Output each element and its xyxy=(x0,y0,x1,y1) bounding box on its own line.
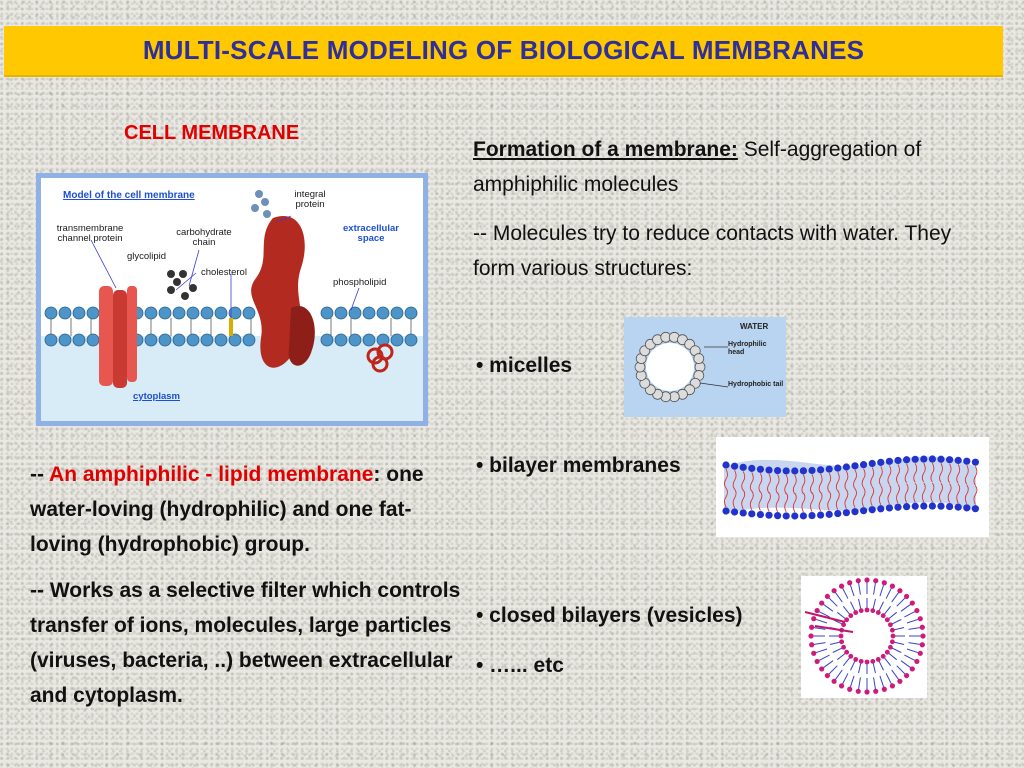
cytoplasm-region xyxy=(41,336,423,421)
cell-membrane-heading: CELL MEMBRANE xyxy=(124,122,300,144)
vesicle-inner-layer xyxy=(829,598,905,674)
label-extracellular: extracellular space xyxy=(343,223,399,244)
formation-rest: Self-aggregation of amphiphilic molecule… xyxy=(473,138,922,196)
slide-title: MULTI-SCALE MODELING OF BIOLOGICAL MEMBR… xyxy=(142,35,865,65)
bilayer-tails xyxy=(724,462,978,513)
bilayer-illustration xyxy=(722,455,979,520)
pointer-lines xyxy=(90,215,360,318)
carbohydrate-chain-shape xyxy=(167,270,197,300)
lipid-tails xyxy=(50,318,412,336)
cell-membrane-illustration xyxy=(41,190,423,421)
lipid-heads-top xyxy=(44,306,418,320)
bullet-etc: • …... etc xyxy=(476,654,564,677)
micelle-heads xyxy=(634,331,706,403)
glycoprotein-chain xyxy=(251,190,271,218)
para1-prefix: -- xyxy=(30,463,50,486)
micelle-head-label: Hydrophilic head xyxy=(728,341,767,356)
label-phospholipid: phospholipid xyxy=(333,277,387,288)
micelle-illustration xyxy=(634,331,729,403)
peripheral-protein-shape xyxy=(366,343,394,373)
formation-text: Formation of a membrane: Self-aggregatio… xyxy=(473,132,963,202)
vesicle-outer-layer xyxy=(808,577,926,695)
micelle-water-label: WATER xyxy=(740,322,769,331)
cell-figure-title: Model of the cell membrane xyxy=(63,190,195,201)
bilayer-heads-top xyxy=(722,455,979,475)
label-transmembrane: transmembrane channel protein xyxy=(56,223,124,244)
amphiphilic-description: -- An amphiphilic - lipid membrane: one … xyxy=(30,457,470,562)
label-integral-protein: integral protein xyxy=(294,189,326,210)
label-glycolipid: glycolipid xyxy=(127,251,167,262)
molecules-text: -- Molecules try to reduce contacts with… xyxy=(473,222,952,280)
label-carbohydrate: carbohydrate chain xyxy=(176,227,232,248)
cholesterol-shape xyxy=(229,318,233,336)
bilayer-figure xyxy=(716,437,989,537)
channel-protein-shape xyxy=(99,286,137,388)
lipid-heads-bottom xyxy=(44,333,418,347)
cell-membrane-figure-canvas: Model of the cell membrane transmembrane… xyxy=(41,178,423,421)
bilayer-heads-bottom xyxy=(722,502,979,520)
bullet-vesicles: • closed bilayers (vesicles) xyxy=(476,604,743,627)
bullet-micelles: • micelles xyxy=(476,354,573,377)
label-cytoplasm: cytoplasm xyxy=(133,391,180,402)
formation-label: Formation of a membrane: xyxy=(473,138,738,161)
cell-membrane-figure: Model of the cell membrane transmembrane… xyxy=(36,173,428,426)
vesicle-arrows xyxy=(804,611,854,633)
para1-rest: : one water-loving (hydrophilic) and one… xyxy=(30,463,424,556)
para1-highlight: An amphiphilic - lipid membrane xyxy=(49,463,374,486)
filter-description: -- Works as a selective filter which con… xyxy=(30,579,461,707)
vesicle-figure xyxy=(801,576,927,698)
title-bar: MULTI-SCALE MODELING OF BIOLOGICAL MEMBR… xyxy=(4,26,1003,77)
label-cholesterol: cholesterol xyxy=(201,267,247,278)
vesicle-illustration xyxy=(804,577,926,695)
bullet-bilayer: • bilayer membranes xyxy=(476,454,681,477)
micelle-tail-label: Hydrophobic tail xyxy=(728,381,784,388)
micelle-figure: WATER Hydrophilic head Hydrophobic tail xyxy=(624,317,786,417)
